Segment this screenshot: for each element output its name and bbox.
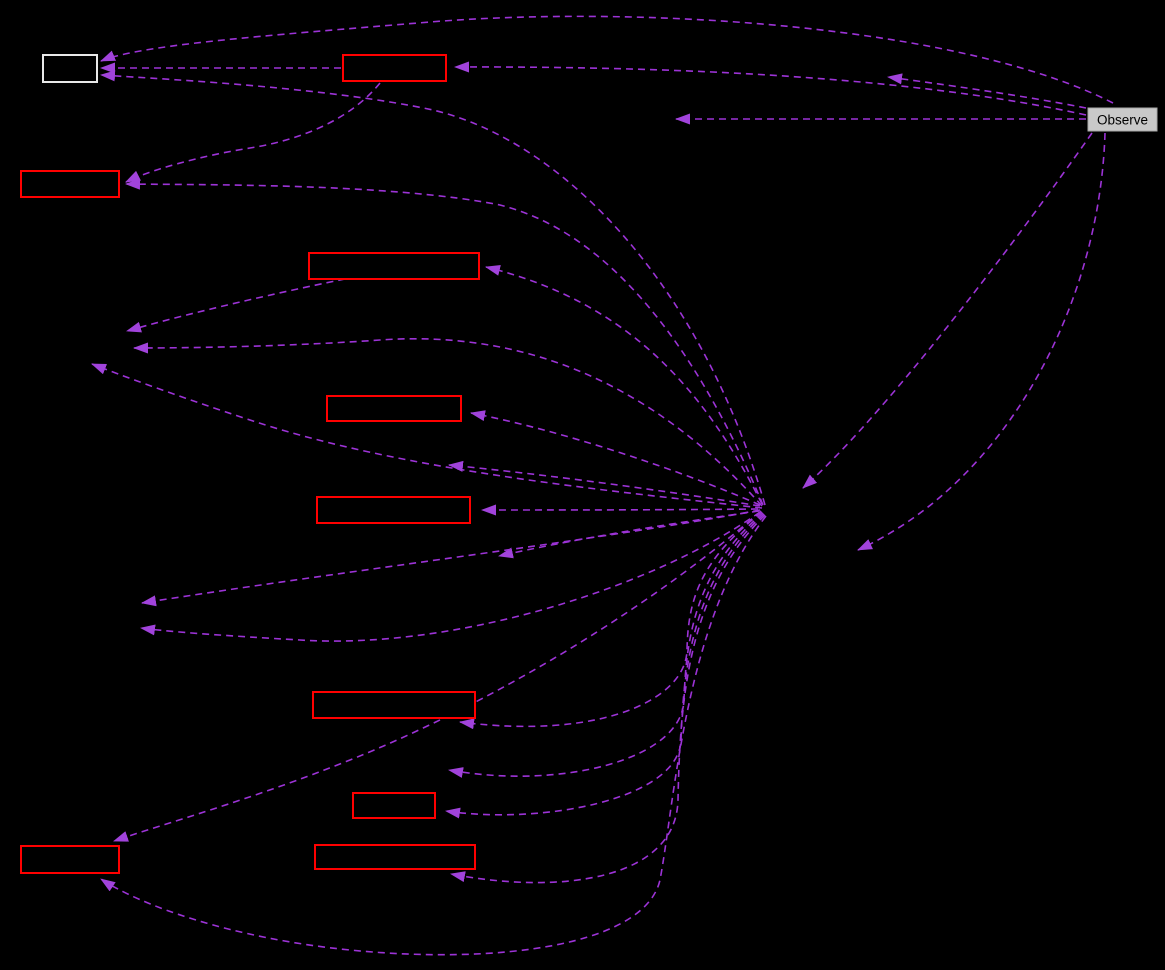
edge-hub-to-red5 (481, 504, 759, 516)
edge-hub-to-red4 (470, 410, 761, 506)
edge-hub-to-hidden-h (141, 509, 761, 607)
node-observe[interactable] (1087, 107, 1158, 132)
edge-red1-to-red2 (125, 82, 381, 183)
observe-node-label: Observe (1097, 113, 1148, 128)
node-red-1[interactable] (342, 54, 447, 82)
edge-hub-to-red8 (450, 514, 766, 884)
node-current (42, 54, 98, 83)
edge-observe-to-hidden-j (857, 132, 1106, 551)
edge-hub-to-red6 (459, 511, 763, 730)
edge-observe-to-hidden-b (887, 73, 1087, 109)
edge-hub-to-hidden-e (91, 363, 763, 509)
node-red-6[interactable] (312, 691, 476, 719)
node-red-8[interactable] (314, 844, 476, 870)
edge-hub-to-red2 (125, 178, 764, 506)
node-red-7[interactable] (352, 792, 436, 819)
node-red-9[interactable] (20, 845, 120, 874)
node-red-4[interactable] (326, 395, 462, 422)
node-red-2[interactable] (20, 170, 120, 198)
edge-observe-to-hub (802, 132, 1093, 489)
node-red-3[interactable] (308, 252, 480, 280)
edge-observe-to-red1 (454, 61, 1087, 116)
edge-red3-to-hidden-c (126, 278, 346, 333)
edge-hub-to-hidden-i (140, 511, 761, 642)
edge-hub-to-hidden-f (448, 460, 761, 507)
edge-hub-to-red3 (485, 265, 763, 505)
edge-hub-to-red7 (445, 513, 765, 819)
edge-hub-to-current (100, 70, 766, 506)
node-red-5[interactable] (316, 496, 471, 524)
edge-hub-to-red9-bottom (100, 515, 767, 956)
